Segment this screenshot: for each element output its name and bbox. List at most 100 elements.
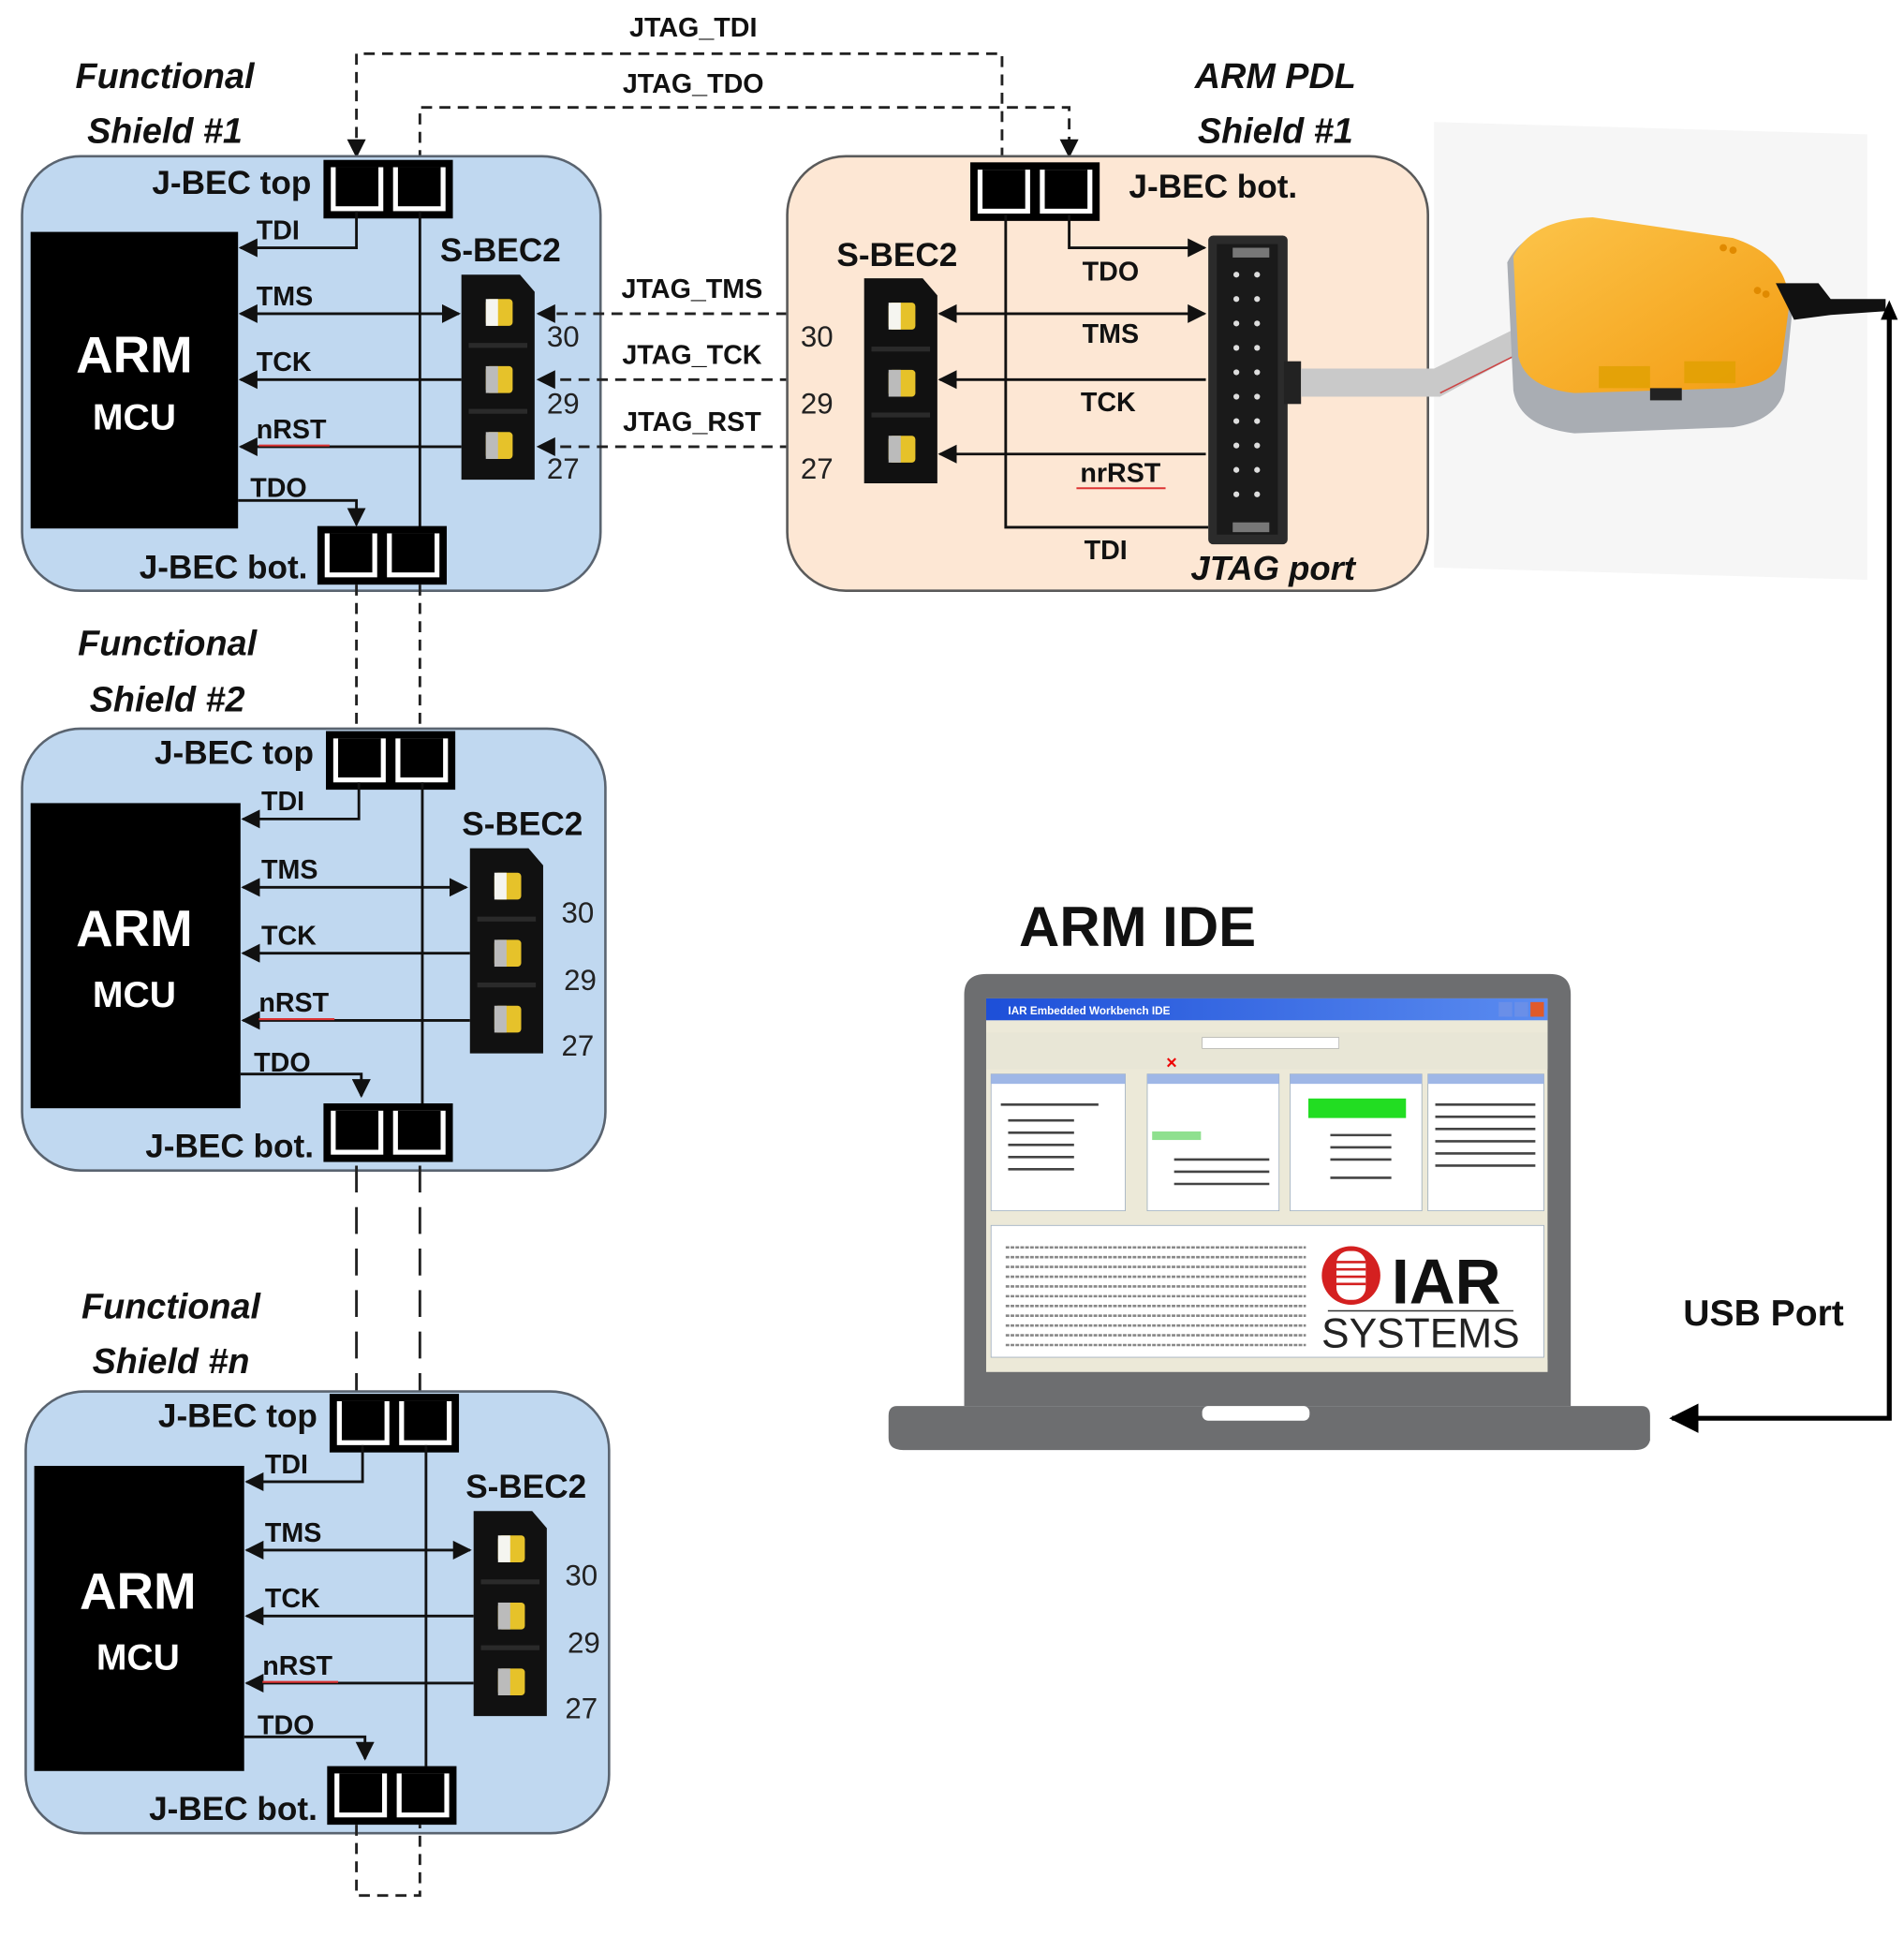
pdl-pin-30: 30 (801, 320, 834, 353)
signal-tdi: TDI (257, 215, 300, 245)
signal-tms: TMS (265, 1518, 322, 1548)
signal-tdi: TDI (265, 1450, 308, 1480)
jtag-port-label: JTAG port (1190, 549, 1356, 587)
mcu-label-mcu: MCU (93, 975, 176, 1015)
laptop-touchpad-notch (1202, 1406, 1310, 1421)
signal-tck: TCK (257, 347, 312, 377)
pin-29: 29 (564, 964, 597, 997)
signal-tms: TMS (261, 855, 318, 885)
signal-tdi: TDI (261, 787, 304, 817)
mcu-label-arm: ARM (76, 899, 193, 957)
jtag-tdo-link: JTAG_TDO (418, 69, 1079, 162)
jbec-top-label: J-BEC top (155, 735, 314, 772)
signal-tck: TCK (261, 922, 317, 952)
pdl-title-line1: ARM PDL (1194, 57, 1356, 96)
jbec-bot-label: J-BEC bot. (140, 550, 308, 586)
pdl-signal-tdo: TDO (1083, 258, 1140, 288)
arm-mcu (30, 231, 239, 529)
signal-tdo: TDO (254, 1048, 311, 1078)
pin-29: 29 (568, 1626, 600, 1659)
jbec-top-label: J-BEC top (158, 1397, 317, 1434)
signal-nrst: nRST (257, 415, 327, 445)
probe-shell (1513, 216, 1790, 393)
usb-cable-link (1669, 307, 1892, 1433)
shield-title-line1: Functional (76, 57, 256, 96)
pdl-signal-tck: TCK (1081, 388, 1136, 418)
ide-statusbar (985, 1359, 1548, 1372)
iar-systems-text: SYSTEMS (1321, 1311, 1520, 1357)
functional-shield-n: Functional Shield #n J-BEC top ARM MCU T… (24, 1287, 611, 1835)
workspace-pane (990, 1073, 1126, 1212)
chain-termination-loop (355, 1825, 421, 1898)
memory-rows (1005, 1246, 1306, 1347)
usb-arrow-up-icon (1881, 300, 1898, 320)
usb-plug (1776, 283, 1886, 320)
sbec2-connector (461, 274, 535, 481)
debug-probe (1301, 122, 1886, 580)
pdl-pin-27: 27 (801, 452, 834, 485)
shield-title-line1: Functional (78, 625, 258, 664)
pin-29: 29 (547, 388, 580, 421)
pdl-sbec-label: S-BEC2 (836, 237, 957, 274)
usb-port-label: USB Port (1683, 1294, 1844, 1334)
ide-window-title: IAR Embedded Workbench IDE (1008, 1005, 1170, 1017)
signal-tck: TCK (265, 1584, 320, 1614)
ide-screen: IAR Embedded Workbench IDE ✕ (985, 998, 1548, 1372)
pin-30: 30 (547, 320, 580, 353)
shield-title-line1: Functional (81, 1287, 261, 1326)
signal-tms: TMS (257, 282, 314, 312)
jtag-rst-label: JTAG_RST (623, 407, 761, 437)
mcu-label-arm: ARM (76, 325, 193, 383)
mcu-label-mcu: MCU (96, 1638, 180, 1678)
minimize-icon (1498, 1001, 1513, 1017)
sbec-label: S-BEC2 (465, 1469, 586, 1505)
arm-mcu (34, 1466, 244, 1771)
shield-title-line2: Shield #n (93, 1342, 250, 1382)
mcu-label-arm: ARM (80, 1561, 197, 1619)
iar-systems-logo: IAR SYSTEMS (1321, 1246, 1520, 1357)
code-lines (1000, 1102, 1536, 1186)
pdl-title-line2: Shield #1 (1198, 111, 1353, 151)
editor-pane (1146, 1073, 1280, 1212)
shield-title-line2: Shield #1 (87, 111, 243, 151)
jbec-bot-connector (323, 1102, 453, 1162)
ide-titlebar (985, 998, 1548, 1021)
maximize-icon (1514, 1001, 1528, 1017)
arm-pdl-shield: ARM PDL Shield #1 J-BEC bot. S-BEC2 30 2… (786, 57, 1430, 592)
pin-30: 30 (562, 896, 595, 929)
jtag-tdi-label: JTAG_TDI (629, 13, 757, 43)
signal-nrst: nRST (262, 1651, 332, 1681)
jtag-tck-label: JTAG_TCK (622, 340, 761, 370)
pdl-signal-tms: TMS (1083, 319, 1140, 349)
iar-logo-text: IAR (1392, 1248, 1501, 1318)
sbec2-connector (473, 1511, 547, 1717)
jtag-tdi-link: JTAG_TDI (347, 13, 1004, 159)
pdl-signal-nrrst: nrRST (1080, 459, 1160, 489)
jbec-bot-connector (317, 525, 448, 585)
ide-menubar (985, 1020, 1548, 1033)
pdl-sbec2-connector (863, 278, 937, 484)
sbec-label: S-BEC2 (462, 806, 583, 842)
arm-ide-label: ARM IDE (1019, 895, 1256, 958)
jtag-tdo-label: JTAG_TDO (623, 69, 764, 99)
jbec-top-connector (323, 159, 453, 219)
stop-icon: ✕ (1166, 1056, 1178, 1072)
signal-nrst: nRST (258, 988, 329, 1018)
jbec-top-label: J-BEC top (152, 165, 311, 201)
functional-shield-2: Functional Shield #2 J-BEC top ARM MCU T… (21, 625, 607, 1172)
pin-27: 27 (547, 452, 580, 485)
pin-27: 27 (562, 1029, 595, 1062)
mcu-label-mcu: MCU (93, 398, 176, 438)
pin-30: 30 (565, 1560, 598, 1592)
pdl-jbec-bot-connector (970, 162, 1100, 221)
pdl-signal-tdi: TDI (1085, 536, 1128, 566)
jtag-port-connector (1208, 235, 1302, 545)
jtag-side-links: JTAG_TMS JTAG_TCK JTAG_RST (536, 274, 864, 456)
jbec-top-connector (329, 1394, 460, 1453)
pdl-jbec-bot-label: J-BEC bot. (1129, 169, 1297, 205)
arm-mcu (30, 803, 241, 1109)
signal-tdo: TDO (250, 473, 307, 503)
jbec-bot-label: J-BEC bot. (149, 1791, 317, 1827)
jtag-tms-label: JTAG_TMS (622, 274, 763, 304)
shield-title-line2: Shield #2 (90, 681, 245, 720)
